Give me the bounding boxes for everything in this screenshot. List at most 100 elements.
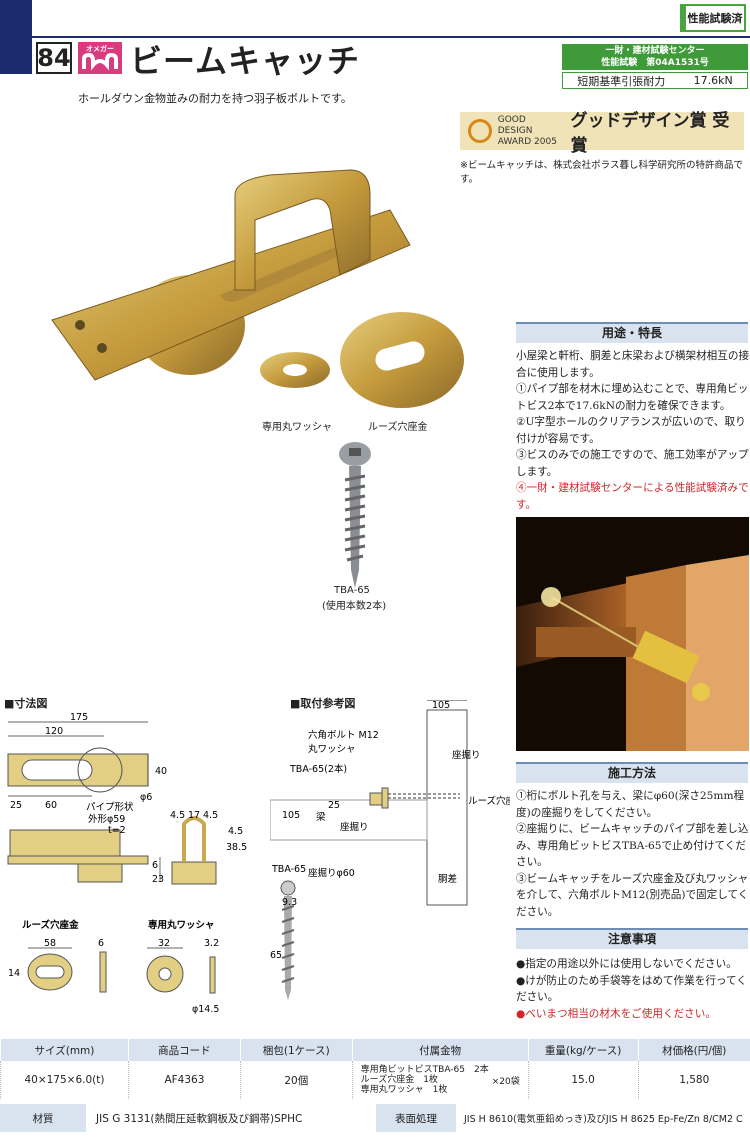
surface-label: 表面処理 bbox=[376, 1104, 456, 1132]
feature-item: ①パイプ部を材木に埋め込むことで、専用角ビットビス2本で17.6kNの耐力を確保… bbox=[516, 383, 749, 412]
features-intro: 小屋梁と軒桁、胴差と床梁および横架材相互の接合に使用します。 bbox=[516, 350, 750, 379]
spec-price: 1,580 bbox=[637, 1061, 750, 1099]
caution-heading: 注意事項 bbox=[516, 928, 748, 949]
test-info-box: 一財・建材試験センター 性能試験 第04A1531号 bbox=[562, 44, 748, 70]
spec-row: 40×175×6.0(t) AF4363 20個 専用角ビットビスTBA-65 … bbox=[0, 1061, 750, 1099]
material-table: 材質 JIS G 3131(熱間圧延軟鋼板及び鋼帯)SPHC 表面処理 JIS … bbox=[0, 1104, 750, 1132]
dim-60: 60 bbox=[45, 800, 57, 811]
features-heading: 用途・特長 bbox=[516, 322, 748, 343]
brand-small-label: オメガー bbox=[86, 45, 114, 53]
install-screw: TBA-65(2本) bbox=[289, 763, 347, 775]
dim-phi6: φ6 bbox=[140, 792, 152, 803]
page-title: ビームキャッチ bbox=[130, 42, 361, 80]
surface-value: JIS H 8610(電気亜鉛めっき)及びJIS H 8625 Ep-Fe/Zn… bbox=[464, 1114, 743, 1125]
strength-label: 短期基準引張耐力 bbox=[577, 74, 666, 88]
cert-tag: 性能試験済 bbox=[680, 4, 746, 32]
accessory-qty: ×20袋 bbox=[491, 1076, 520, 1087]
install-title: ■取付参考図 bbox=[290, 697, 356, 710]
spec-size: 40×175×6.0(t) bbox=[0, 1061, 129, 1099]
test-number: 性能試験 第04A1531号 bbox=[601, 58, 709, 68]
patent-note: ※ビームキャッチは、株式会社ポラス暮し科学研究所の特許商品です。 bbox=[460, 160, 743, 185]
feature-item: ②U字型ホールのクリアランスが広いので、取り付けが容易です。 bbox=[516, 416, 746, 445]
install-dousa: 胴差 bbox=[438, 873, 457, 885]
install-loose: ルーズ穴座金 bbox=[468, 795, 510, 807]
strength-value: 17.6kN bbox=[693, 74, 733, 87]
screw-label: TBA-65 bbox=[334, 585, 370, 596]
install-9-3: 9.3 bbox=[282, 897, 297, 908]
spec-header: 商品コード bbox=[127, 1039, 241, 1061]
gd-line1: GOOD DESIGN bbox=[497, 114, 533, 136]
good-design-logo-icon bbox=[468, 119, 492, 143]
dim-3-2: 3.2 bbox=[204, 938, 219, 949]
spec-weight: 15.0 bbox=[527, 1061, 639, 1099]
brand-logo: オメガー bbox=[78, 42, 122, 74]
pipe-diameter: 外形φ59 bbox=[88, 813, 125, 825]
caution-item: ●けが防止のため手袋等をはめて作業を行ってください。 bbox=[516, 974, 747, 1004]
feature-item: ③ビスのみでの施工ですので、施工効率がアップします。 bbox=[516, 449, 749, 478]
screw-note: (使用本数2本) bbox=[322, 601, 387, 612]
screw-photo bbox=[339, 442, 371, 588]
omega-logo-icon bbox=[82, 53, 118, 71]
caution-red-item: ●べいまつ相当の材木をご使用ください。 bbox=[516, 1007, 716, 1020]
dim-14: 14 bbox=[8, 968, 20, 979]
subtitle: ホールダウン金物並みの耐力を持つ羽子板ボルトです。 bbox=[78, 92, 352, 105]
material-value: JIS G 3131(熱間圧延軟鋼板及び鋼帯)SPHC bbox=[96, 1112, 303, 1125]
dimension-title: ■寸法図 bbox=[4, 697, 48, 710]
install-counterbore: 座掘り bbox=[340, 821, 369, 833]
spec-header: サイズ(mm) bbox=[0, 1039, 129, 1061]
dim-25: 25 bbox=[10, 800, 22, 811]
install-65: 65 bbox=[270, 950, 282, 961]
strength-box: 短期基準引張耐力 17.6kN bbox=[562, 72, 748, 89]
product-photo bbox=[51, 169, 464, 408]
install-drawing: 105 六角ボルト M12 丸ワッシャ TBA-65(2本) 25 105 梁 … bbox=[270, 700, 510, 1000]
gd-line2: AWARD 2005 bbox=[497, 136, 557, 147]
loose-title: ルーズ穴座金 bbox=[22, 919, 79, 931]
loose-label: ルーズ穴座金 bbox=[368, 422, 428, 433]
install-screw-name: TBA-65 bbox=[271, 864, 306, 875]
method-item: ③ビームキャッチをルーズ穴座金及び丸ワッシャを介して、六角ボルトM12(別売品)… bbox=[516, 872, 749, 918]
method-item: ①桁にボルト孔を与え、梁にφ60(深さ25mm程度)の座掘りをしてください。 bbox=[516, 790, 745, 819]
caution-text: ●指定の用途以外には使用しないでください。 ●けが防止のため手袋等をはめて作業を… bbox=[516, 956, 750, 1022]
install-bolt: 六角ボルト M12 bbox=[308, 729, 379, 741]
material-label: 材質 bbox=[0, 1104, 86, 1132]
dim-38-5: 38.5 bbox=[226, 842, 247, 853]
pipe-shape: パイプ形状 bbox=[86, 801, 134, 813]
install-counterbore-right: 座掘り bbox=[452, 749, 481, 761]
dim-58: 58 bbox=[44, 938, 56, 949]
dim-phi14-5: φ14.5 bbox=[192, 1004, 219, 1015]
header-accent-bar bbox=[0, 0, 32, 74]
spec-header-row: サイズ(mm) 商品コード 梱包(1ケース) 付属金物 重量(kg/ケース) 材… bbox=[0, 1039, 750, 1061]
method-text: ①桁にボルト孔を与え、梁にφ60(深さ25mm程度)の座掘りをしてください。 ②… bbox=[516, 788, 750, 920]
spec-code: AF4363 bbox=[127, 1061, 241, 1099]
installation-illustration bbox=[516, 517, 749, 751]
method-item: ②座掘りに、ビームキャッチのパイプ部を差し込み、専用角ビットビスTBA-65で止… bbox=[516, 823, 749, 868]
u-bracket bbox=[234, 169, 371, 291]
material-row: 材質 JIS G 3131(熱間圧延軟鋼板及び鋼帯)SPHC 表面処理 JIS … bbox=[0, 1104, 750, 1132]
washer-label: 専用丸ワッシャ bbox=[262, 422, 332, 433]
features-text: 小屋梁と軒桁、胴差と床梁および横架材相互の接合に使用します。 ①パイプ部を材木に… bbox=[516, 348, 750, 513]
spec-header: 重量(kg/ケース) bbox=[527, 1039, 639, 1061]
dim-32: 32 bbox=[158, 938, 170, 949]
dim-175: 175 bbox=[70, 712, 88, 723]
spec-table: サイズ(mm) 商品コード 梱包(1ケース) 付属金物 重量(kg/ケース) 材… bbox=[0, 1039, 750, 1099]
gd-award: グッドデザイン賞 受賞 bbox=[570, 111, 730, 156]
dim-4-5-b: 4.5 bbox=[203, 810, 218, 821]
dim-4-5-a: 4.5 bbox=[170, 810, 185, 821]
spec-pack: 20個 bbox=[239, 1061, 353, 1099]
spec-header: 付属金物 bbox=[351, 1039, 529, 1061]
install-counterbore-phi: 座掘りφ60 bbox=[308, 867, 355, 879]
good-design-badge: GOOD DESIGN AWARD 2005 グッドデザイン賞 受賞 bbox=[460, 111, 744, 156]
dim-120: 120 bbox=[45, 726, 63, 737]
spec-header: 梱包(1ケース) bbox=[239, 1039, 353, 1061]
accessory-item: 専用丸ワッシャ 1枚 bbox=[360, 1085, 448, 1095]
header-rule bbox=[32, 36, 750, 38]
dim-23: 23 bbox=[152, 874, 164, 885]
accessory-item: 専用角ビットビスTBA-65 2本 bbox=[360, 1065, 489, 1075]
dim-40: 40 bbox=[155, 766, 167, 777]
test-center: 一財・建材試験センター bbox=[605, 46, 705, 56]
dim-6b: 6 bbox=[98, 938, 104, 949]
page-number: 84 bbox=[36, 42, 72, 74]
install-beam: 梁 bbox=[316, 811, 326, 823]
dim-6: 6 bbox=[152, 860, 158, 871]
spec-accessories: 専用角ビットビスTBA-65 2本 ルーズ穴座金 1枚 専用丸ワッシャ 1枚 ×… bbox=[351, 1061, 529, 1099]
